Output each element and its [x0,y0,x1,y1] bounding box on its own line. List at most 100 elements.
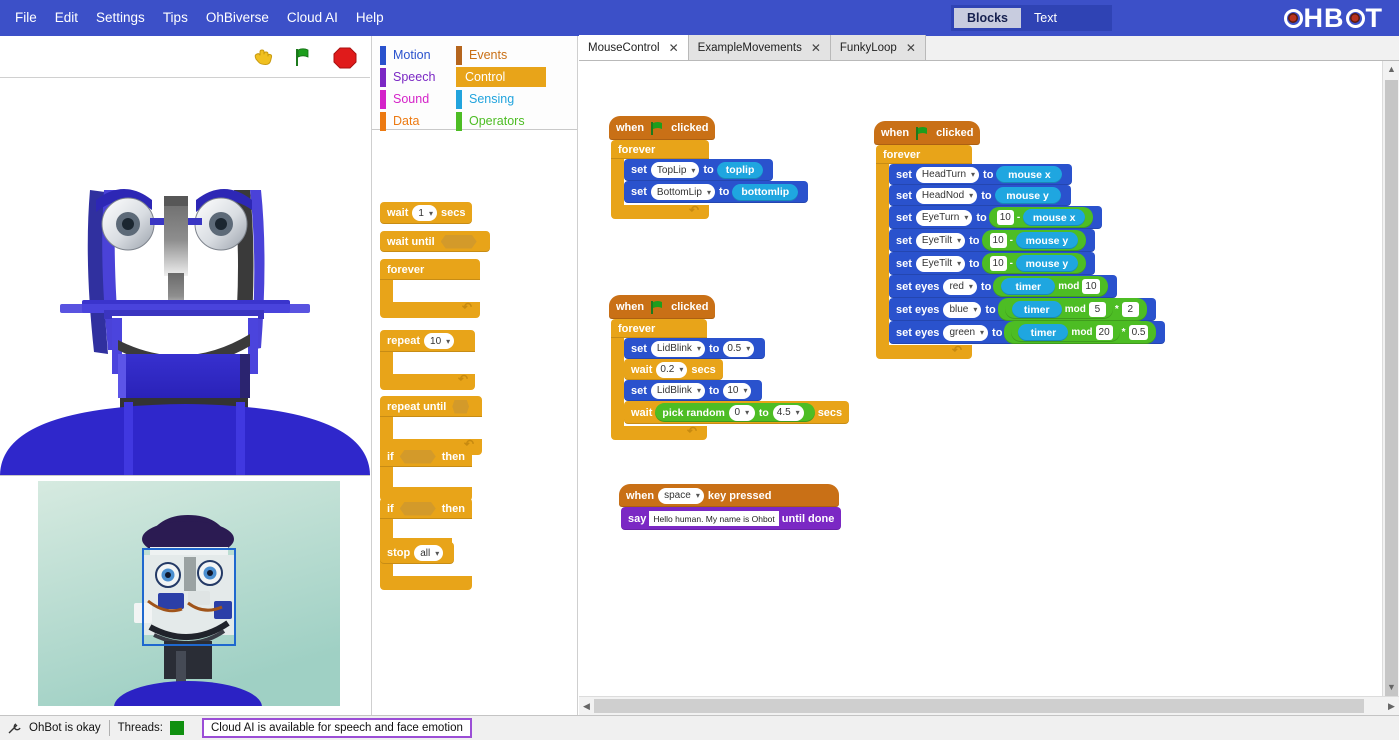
script-lip-sync[interactable]: when clicked forever ↶ set TopLip [609,116,809,219]
timer-reporter[interactable]: timer [1018,324,1069,341]
palette-block-if-then[interactable]: if then [380,446,472,501]
palette-block-forever[interactable]: forever ↶ [380,259,480,318]
set-lidblink-high-block[interactable]: set LidBlink ▾ to 10 ▾ [624,380,763,401]
say-message-input[interactable]: Hello human. My name is Ohbot [649,511,779,526]
vertical-scroll-thumb[interactable] [1385,80,1398,720]
set-eyes-blue-block[interactable]: set eyes blue ▾ to timer mod 5 * 2 [889,298,1156,321]
hat-when-flag-clicked[interactable]: when clicked [874,121,981,145]
mode-text-button[interactable]: Text [1034,11,1057,25]
scroll-right-icon[interactable]: ▶ [1388,701,1395,711]
boolean-slot[interactable] [452,399,469,414]
mouse-y-reporter[interactable]: mouse y [1015,232,1078,249]
category-control[interactable]: Control [456,67,546,87]
timer-reporter[interactable]: timer [1001,278,1056,295]
eyes-blue-channel-dropdown[interactable]: blue ▾ [943,301,982,318]
random-from-dropdown[interactable]: 0 ▾ [728,404,755,421]
palette-block-wait[interactable]: wait 1 ▾ secs [380,202,473,224]
wait-short-block[interactable]: wait 0.2 ▾ secs [624,359,723,380]
scroll-up-icon[interactable]: ▲ [1387,64,1396,74]
mouse-x-reporter[interactable]: mouse x [996,166,1063,183]
set-lidblink-low-block[interactable]: set LidBlink ▾ to 0.5 ▾ [624,338,766,359]
multiply-right-input[interactable]: 2 [1121,302,1139,317]
script-blink[interactable]: when clicked forever ↶ set LidBlink [609,295,850,440]
close-icon[interactable]: ✕ [668,40,679,55]
multiply-operator[interactable]: timer mod 20 * 0.5 [1004,321,1157,344]
script-mouse-control[interactable]: when clicked forever ↶ set HeadT [874,121,1166,359]
tab-examplemovements[interactable]: ExampleMovements ✕ [688,35,831,60]
stop-target-dropdown[interactable]: all ▾ [414,545,444,561]
lidblink-high-value-dropdown[interactable]: 10 ▾ [723,382,752,399]
hat-when-flag-clicked[interactable]: when clicked [609,295,716,319]
category-sound[interactable]: Sound [380,89,429,109]
set-bottomlip-block[interactable]: set BottomLip ▾ to bottomlip [624,181,809,203]
set-eyetilt-block-a[interactable]: set EyeTilt ▾ to 10 - mouse y [889,229,1095,252]
palette-block-if-then-else[interactable]: if then else [380,498,472,590]
wait-short-value-dropdown[interactable]: 0.2 ▾ [656,361,688,378]
mod-right-input[interactable]: 5 [1088,302,1106,317]
mouse-y-reporter[interactable]: mouse y [1015,255,1078,272]
wait-seconds-dropdown[interactable]: 1 ▾ [412,205,437,221]
pick-random-reporter[interactable]: pick random 0 ▾ to 4.5 ▾ [655,403,815,422]
bottomlip-reporter[interactable]: bottomlip [732,183,799,201]
horizontal-scrollbar[interactable]: ◀ ▶ [579,696,1399,715]
set-toplip-block[interactable]: set TopLip ▾ to toplip [624,159,774,181]
palette-block-wait-until[interactable]: wait until [380,231,490,252]
palette-block-repeat[interactable]: repeat 10 ▾ ↶ [380,330,475,390]
repeat-count-dropdown[interactable]: 10 ▾ [424,333,455,349]
mouse-y-reporter[interactable]: mouse y [994,187,1061,204]
subtract-left-input[interactable]: 10 [989,233,1007,248]
mod-operator[interactable]: timer mod 5 [1004,300,1113,319]
bottomlip-target-dropdown[interactable]: BottomLip ▾ [650,184,715,200]
timer-reporter[interactable]: timer [1011,301,1062,318]
say-until-done-block[interactable]: say Hello human. My name is Ohbot until … [621,507,842,530]
toplip-reporter[interactable]: toplip [716,161,764,179]
category-events[interactable]: Events [456,45,507,65]
menu-item-cloud-ai[interactable]: Cloud AI [286,10,338,25]
set-eyetilt-block-b[interactable]: set EyeTilt ▾ to 10 - mouse y [889,252,1095,275]
eyes-green-channel-dropdown[interactable]: green ▾ [943,324,989,341]
random-to-dropdown[interactable]: 4.5 ▾ [772,404,804,421]
category-sensing[interactable]: Sensing [456,89,514,109]
wave-icon[interactable] [248,42,278,72]
palette-block-stop[interactable]: stop all ▾ [380,542,455,564]
close-icon[interactable]: ✕ [810,40,821,55]
category-motion[interactable]: Motion [380,45,431,65]
scroll-down-icon[interactable]: ▼ [1387,682,1396,692]
script-speech[interactable]: when space ▾ key pressed say Hello human… [619,484,842,530]
subtract-operator[interactable]: 10 - mouse y [981,230,1086,251]
boolean-slot[interactable] [399,449,436,464]
vertical-scrollbar[interactable]: ▲ ▼ [1382,61,1399,720]
forever-loop[interactable]: forever ↶ set LidBlink ▾ to 0.5 ▾ [611,319,850,440]
mod-right-input[interactable]: 20 [1095,325,1113,340]
category-operators[interactable]: Operators [456,111,525,131]
multiply-operator[interactable]: timer mod 5 * 2 [997,298,1147,321]
tab-mousecontrol[interactable]: MouseControl ✕ [579,35,689,60]
mod-operator[interactable]: timer mod 20 [1011,323,1120,342]
stop-icon[interactable] [330,42,360,72]
mouse-x-reporter[interactable]: mouse x [1023,209,1086,226]
set-headnod-block[interactable]: set HeadNod ▾ to mouse y [889,185,1071,206]
headturn-target-dropdown[interactable]: HeadTurn ▾ [915,166,980,183]
eyeturn-target-dropdown[interactable]: EyeTurn ▾ [915,209,973,226]
menu-item-file[interactable]: File [15,10,37,25]
menu-item-tips[interactable]: Tips [162,10,188,25]
scripts-workspace[interactable]: when clicked forever ↶ set TopLip [579,61,1382,696]
key-dropdown[interactable]: space ▾ [658,487,704,504]
lidblink-target-dropdown[interactable]: LidBlink ▾ [650,340,705,357]
multiply-right-input[interactable]: 0.5 [1128,325,1149,340]
green-flag-icon[interactable] [288,42,318,72]
mod-operator[interactable]: timer mod 10 [993,276,1108,297]
hat-when-flag-clicked[interactable]: when clicked [609,116,716,140]
palette-block-repeat-until[interactable]: repeat until ↶ [380,396,482,455]
subtract-operator[interactable]: 10 - mouse x [988,207,1094,228]
category-data[interactable]: Data [380,111,419,131]
set-eyeturn-block[interactable]: set EyeTurn ▾ to 10 - mouse x [889,206,1103,229]
hat-when-key-pressed[interactable]: when space ▾ key pressed [619,484,840,507]
close-icon[interactable]: ✕ [905,40,916,55]
eyetilt-target-dropdown[interactable]: EyeTilt ▾ [915,255,966,272]
subtract-left-input[interactable]: 10 [996,210,1014,225]
tab-funkyloop[interactable]: FunkyLoop ✕ [830,35,926,60]
subtract-left-input[interactable]: 10 [989,256,1007,271]
menu-item-edit[interactable]: Edit [54,10,79,25]
eyetilt-target-dropdown[interactable]: EyeTilt ▾ [915,232,966,249]
